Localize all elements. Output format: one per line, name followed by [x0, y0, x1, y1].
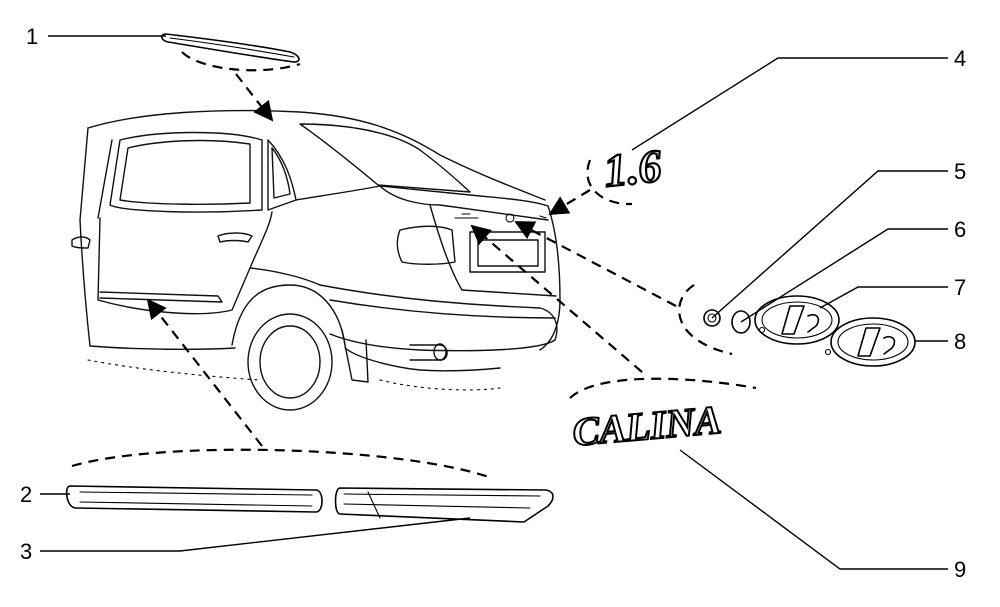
callout-4: 4: [954, 46, 966, 71]
part-4-engine-badge: 1.6: [600, 139, 665, 198]
part-1-roof-molding: [160, 33, 300, 63]
callout-9: 9: [954, 557, 966, 582]
group-arc-2-3: [71, 448, 493, 480]
engine-badge-text: 1.6: [601, 140, 664, 197]
part-8-framed-emblem: [824, 317, 916, 367]
part-6-washer: [731, 310, 751, 334]
callout-7: 7: [954, 275, 966, 300]
part-5-clip: [703, 309, 721, 327]
callout-8: 8: [954, 329, 966, 354]
part-9-model-badge: CALINA: [570, 396, 724, 456]
arrow-part-4: [548, 189, 591, 216]
arrow-part-1: [235, 73, 274, 122]
callout-1: 1: [26, 24, 38, 49]
callout-5: 5: [954, 159, 966, 184]
leader-5: [711, 170, 948, 319]
group-arc-5-8: [678, 284, 733, 356]
arrow-part-5-8: [514, 221, 677, 307]
arrow-part-9: [470, 224, 643, 373]
callout-3: 3: [20, 539, 32, 564]
model-badge-text: CALINA: [571, 397, 723, 455]
leader-7: [819, 286, 948, 309]
leader-3: [40, 517, 471, 552]
callout-6: 6: [954, 217, 966, 242]
group-arc-4: [586, 159, 633, 206]
part-2-door-molding: [65, 485, 323, 513]
part-3-fender-molding: [334, 487, 554, 523]
arrow-part-2-3: [146, 298, 263, 447]
group-arc-9: [569, 377, 757, 399]
group-arc-1: [181, 51, 301, 72]
leader-6: [740, 228, 948, 323]
leader-9: [679, 449, 948, 570]
car-illustration: [71, 109, 561, 411]
leader-4: [631, 57, 948, 151]
callout-2: 2: [20, 482, 32, 507]
part-7-oval-emblem: [754, 295, 840, 345]
